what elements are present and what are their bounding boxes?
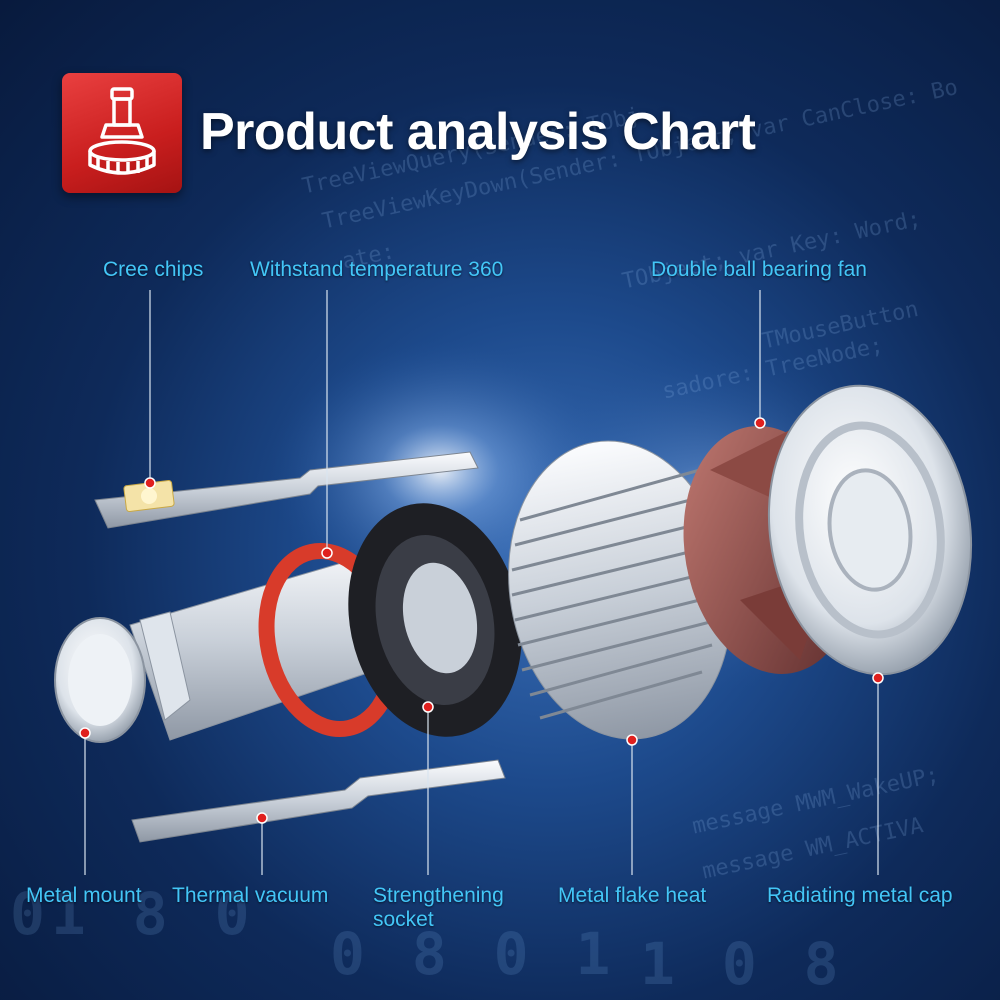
callout-cree-chips: Cree chips [103, 258, 204, 281]
callout-strengthening-socket-line2: socket [373, 908, 434, 931]
page-title: Product analysis Chart [200, 103, 756, 161]
callout-strengthening-socket-line1: Strengthening [373, 884, 504, 907]
pointer-dot [626, 734, 638, 746]
pointer-dot [321, 547, 333, 559]
background-digits: 0 8 0 1 [330, 920, 617, 988]
led-chip-board [94, 451, 479, 529]
heat-sink-fins [508, 440, 732, 740]
callout-withstand-temperature: Withstand temperature 360 [250, 258, 504, 281]
black-socket [348, 503, 522, 737]
pointer-dot [872, 672, 884, 684]
callout-double-ball-bearing-fan: Double ball bearing fan [651, 258, 867, 281]
callout-metal-flake-heat: Metal flake heat [558, 884, 707, 907]
pointer-dot [754, 417, 766, 429]
callout-thermal-vacuum: Thermal vacuum [172, 884, 329, 907]
background-digits: 01 8 0 [10, 880, 256, 948]
pointer-dot [79, 727, 91, 739]
pointer-dot [144, 477, 156, 489]
callout-metal-mount: Metal mount [26, 884, 142, 907]
callout-strengthening-socket: Strengthening socket [373, 884, 504, 932]
logo-badge [62, 73, 182, 193]
led-bulb-icon [88, 87, 156, 175]
radiating-cap [767, 384, 973, 676]
pointer-dot [256, 812, 268, 824]
pointer-dot [422, 701, 434, 713]
background-digits: 1 0 8 [640, 930, 845, 998]
callout-radiating-metal-cap: Radiating metal cap [767, 884, 953, 907]
thermal-plate [131, 759, 506, 843]
